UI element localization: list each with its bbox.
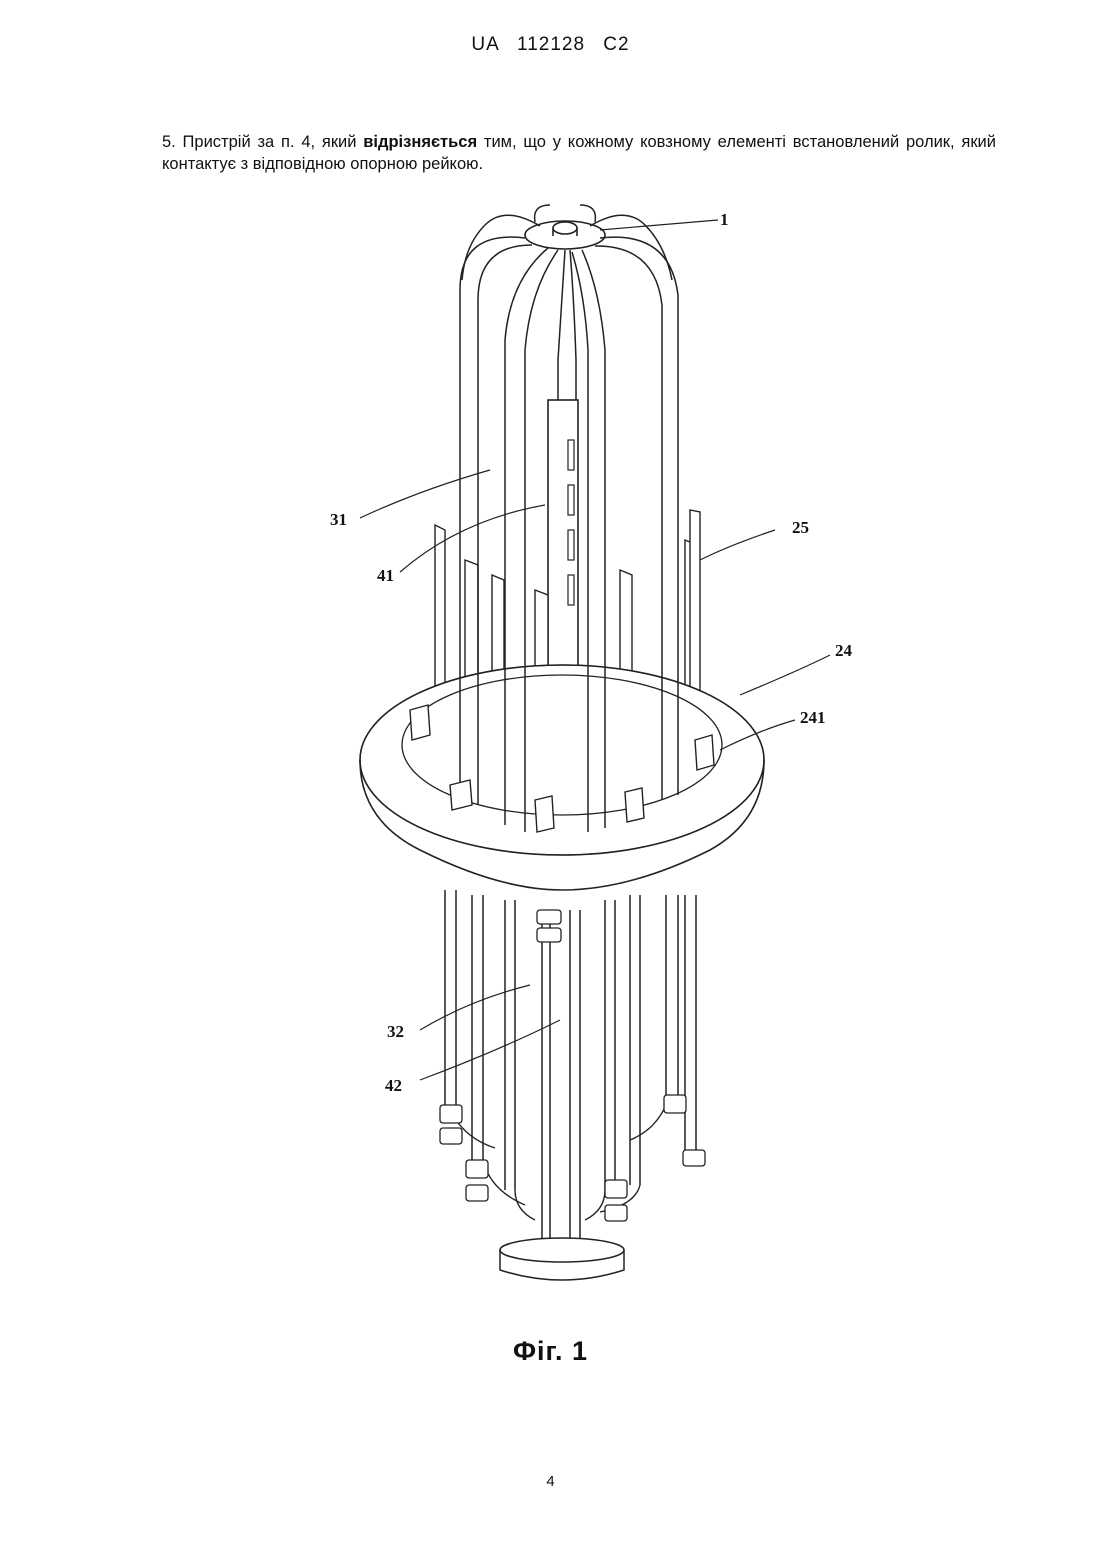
patent-drawing: 1 31 41 25 24 241 32 42 — [300, 200, 880, 1310]
ref-31: 31 — [330, 510, 347, 529]
document-header: UA 112128 C2 — [0, 34, 1101, 56]
ref-25: 25 — [792, 518, 809, 537]
ref-32: 32 — [387, 1022, 404, 1041]
ref-42: 42 — [385, 1076, 402, 1095]
claim-paragraph: 5. Пристрій за п. 4, який відрізняється … — [162, 131, 996, 175]
top-hub-cap — [553, 222, 577, 234]
leader-lines — [360, 220, 830, 1080]
claim-lead: 5. Пристрій за п. 4, який — [162, 133, 363, 151]
figure-caption: Фіг. 1 — [0, 1336, 1101, 1367]
ref-24: 24 — [835, 641, 853, 660]
base-plate — [500, 1238, 624, 1262]
page-number: 4 — [0, 1473, 1101, 1490]
ref-41: 41 — [377, 566, 394, 585]
ref-1: 1 — [720, 210, 729, 229]
ref-241: 241 — [800, 708, 826, 727]
claim-emphasis: відрізняється — [363, 133, 477, 151]
